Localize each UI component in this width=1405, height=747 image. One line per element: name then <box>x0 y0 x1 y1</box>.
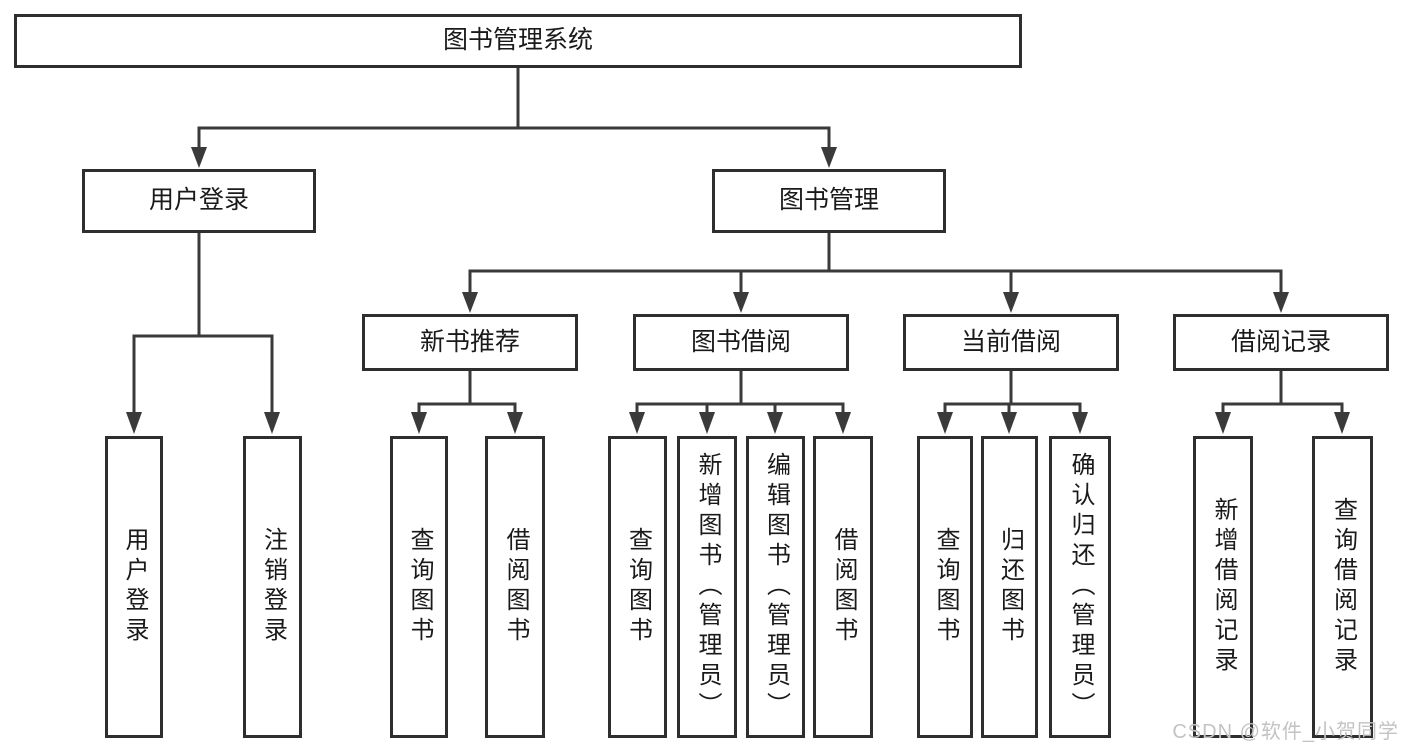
wire-current-children <box>943 371 1082 413</box>
wire-records-children <box>1221 371 1344 413</box>
wire-new-book-children <box>417 371 517 413</box>
arrowheads <box>126 147 1350 434</box>
node-user-login-leaf: 用户登录 <box>105 436 163 738</box>
node-current-borrow: 当前借阅 <box>903 314 1119 371</box>
node-add-borrow-record: 新增借阅记录 <box>1193 436 1253 738</box>
node-logout-leaf: 注销登录 <box>243 436 302 738</box>
wire-user-login-children <box>132 233 274 413</box>
node-borrow-books-recommend: 借阅图书 <box>485 436 545 738</box>
node-query-books-borrow: 查询图书 <box>608 436 667 738</box>
node-user-login: 用户登录 <box>82 169 316 233</box>
node-book-borrow: 图书借阅 <box>633 314 849 371</box>
watermark: CSDN @软件_小贺同学 <box>1172 721 1399 743</box>
node-query-borrow-record: 查询借阅记录 <box>1312 436 1373 738</box>
node-book-management: 图书管理 <box>712 169 946 233</box>
node-new-book-recommend: 新书推荐 <box>362 314 578 371</box>
node-query-books-recommend: 查询图书 <box>390 436 448 738</box>
node-edit-book-admin: 编辑图书（管理员） <box>746 436 805 738</box>
node-borrow-records: 借阅记录 <box>1173 314 1389 371</box>
wire-borrow-children <box>635 371 845 413</box>
node-borrow-books-leaf: 借阅图书 <box>813 436 873 738</box>
wire-book-mgmt-children <box>468 233 1283 292</box>
node-confirm-return-admin: 确认归还（管理员） <box>1049 436 1111 738</box>
node-return-books: 归还图书 <box>981 436 1038 738</box>
node-library-system: 图书管理系统 <box>14 14 1022 68</box>
wire-root-to-level2 <box>197 66 831 150</box>
node-query-books-current: 查询图书 <box>917 436 973 738</box>
node-add-book-admin: 新增图书（管理员） <box>677 436 737 738</box>
